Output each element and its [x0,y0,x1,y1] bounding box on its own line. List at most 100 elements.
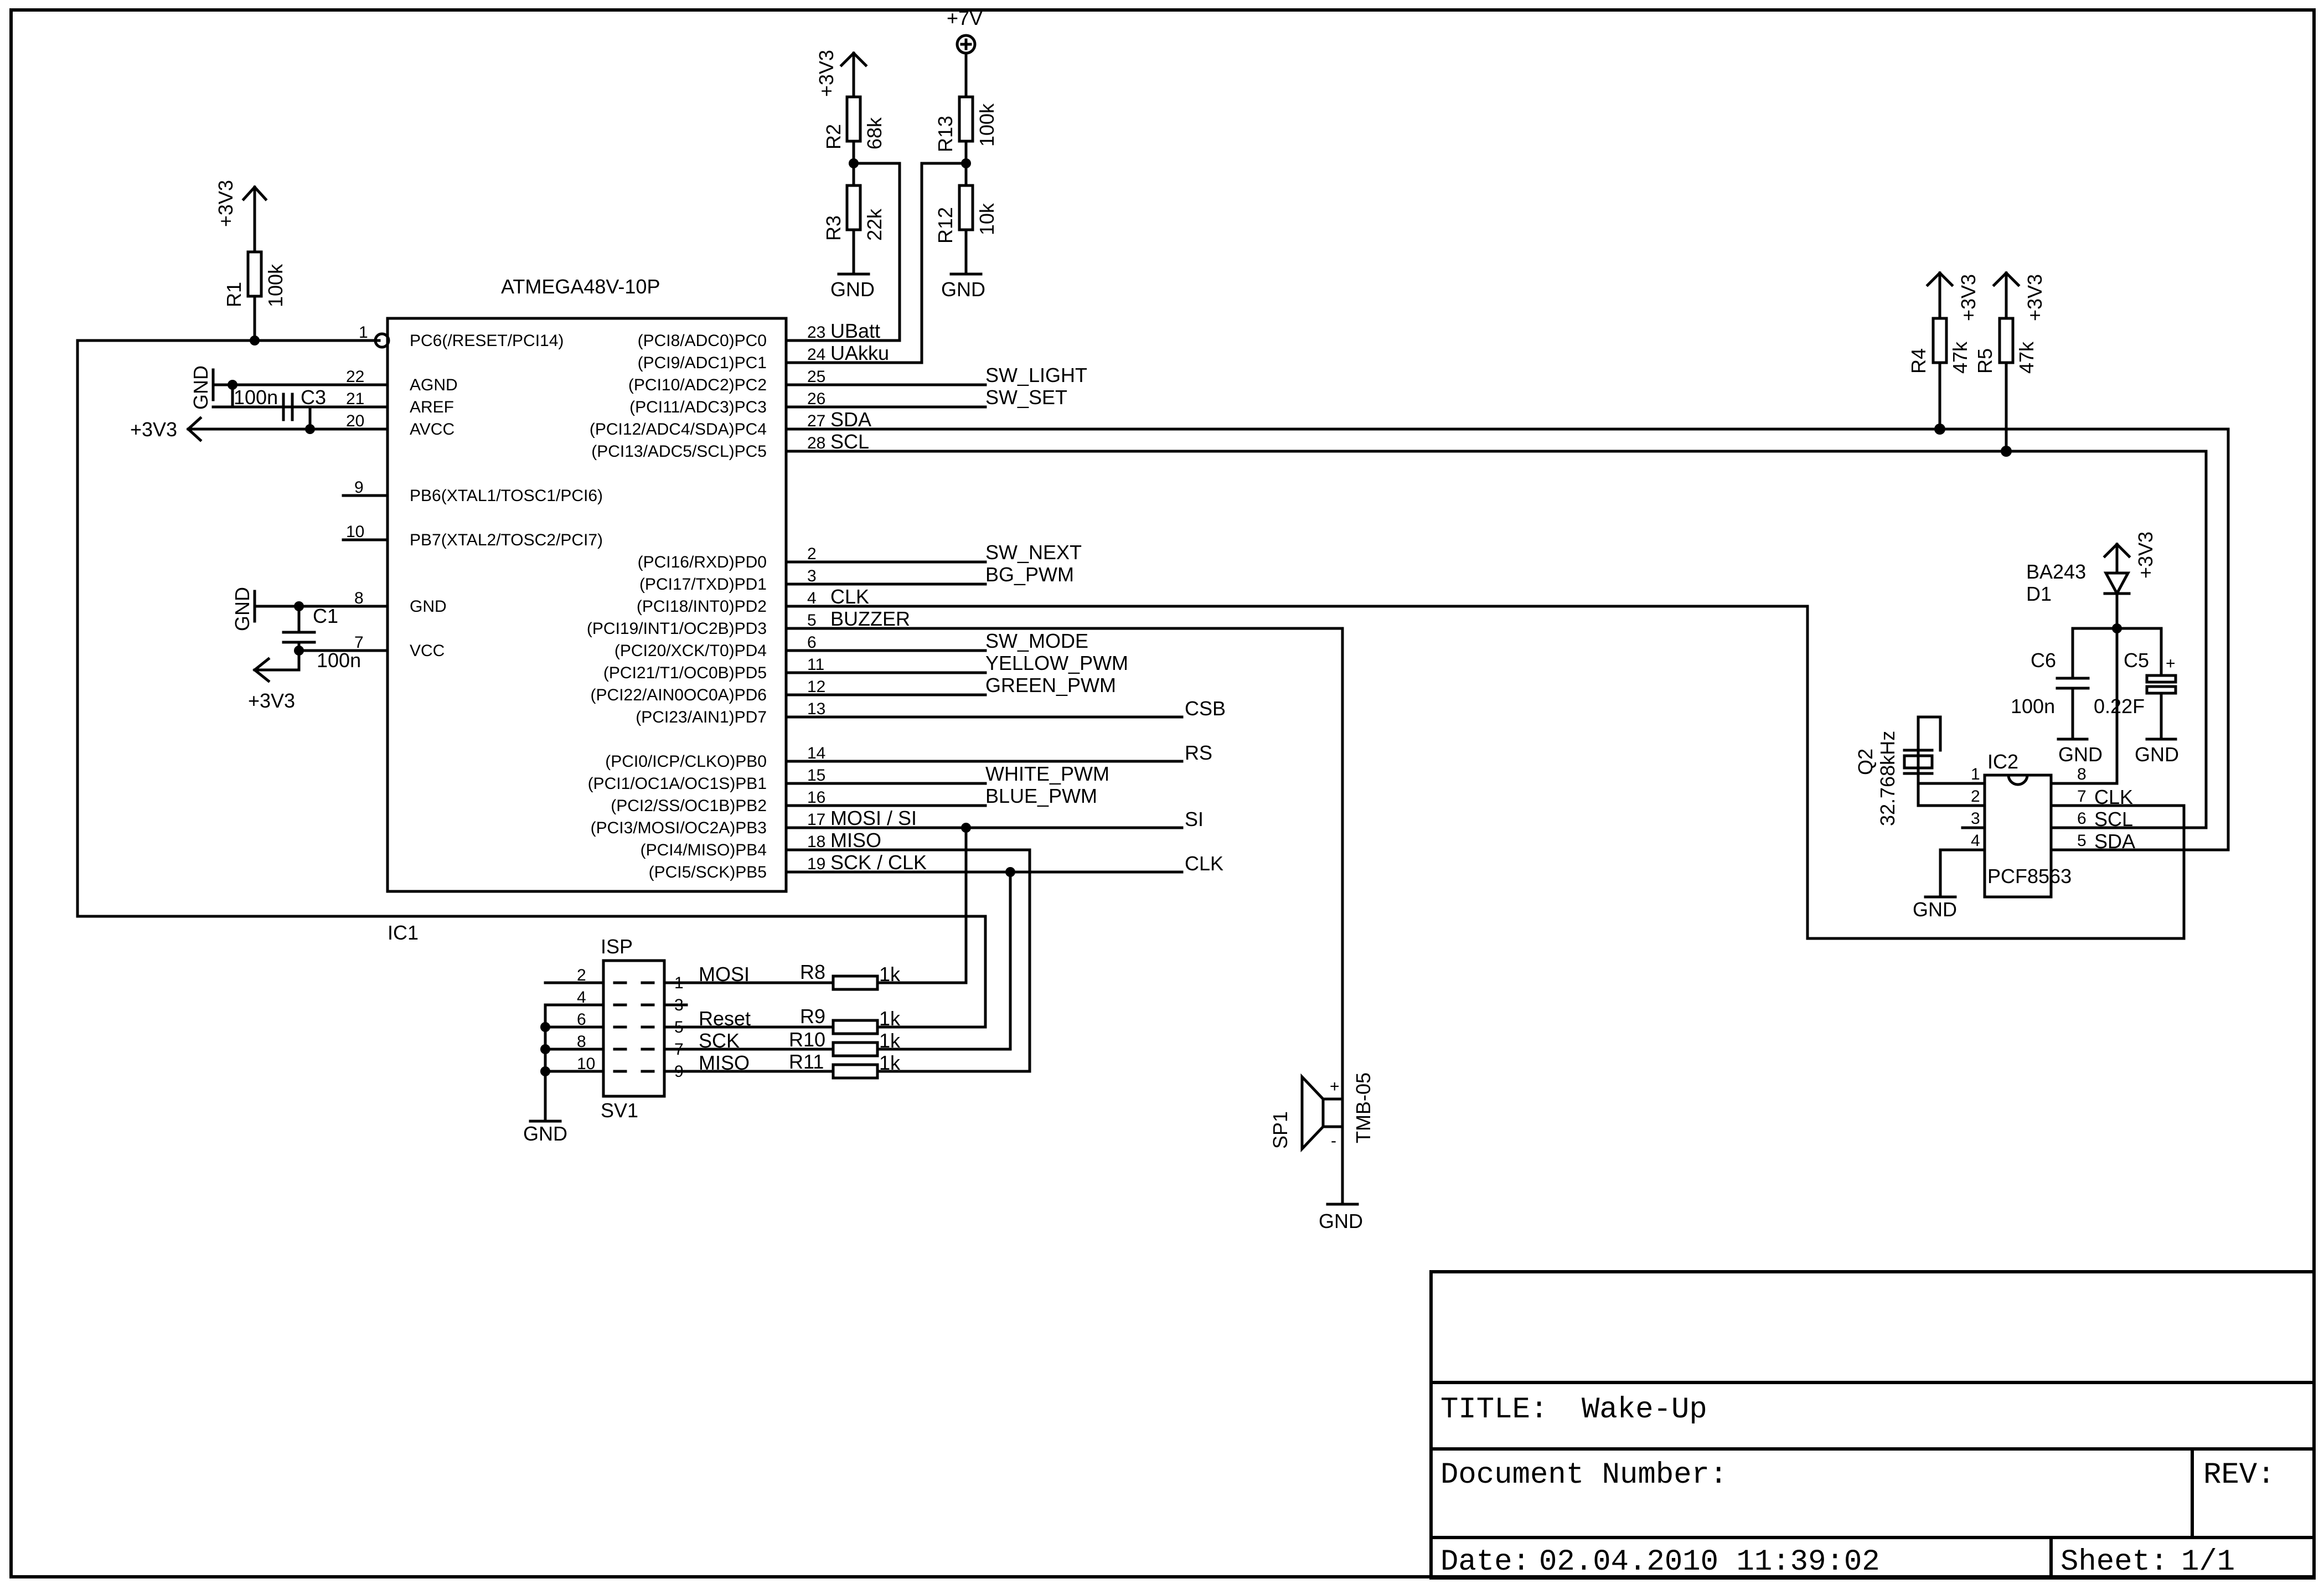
c5-polarity: + [2166,654,2176,673]
ic1-atmega: ATMEGA48V-10P IC1 1 PC6(/RESET/PCI14) 22… [76,275,1184,944]
pin-num: 8 [2077,765,2087,783]
net-label: UAkku [830,342,889,364]
pin-label: (PCI12/ADC4/SDA)PC4 [590,420,767,438]
c5-plate [2145,674,2177,684]
power-label: GND [189,365,212,410]
pin-label: AGND [410,376,458,394]
r8-ref: R8 [800,961,825,983]
pin-label: (PCI17/TXD)PD1 [639,575,767,594]
title-label: TITLE: [1440,1393,1548,1427]
battery-divider: +3V3 R2 68k R3 22k GND [815,50,901,342]
title-block: TITLE: Wake-Up Document Number: REV: Dat… [1429,1270,2316,1580]
date-label: Date: [1440,1545,1530,1579]
vcc-arrow-icon [252,657,271,683]
r4-value: 47k [1949,341,1971,374]
power-label: GND [231,587,254,631]
r1-ref: R1 [223,282,245,307]
q2-ref: Q2 [1854,749,1877,775]
diode-icon [2103,571,2131,597]
ic2-pin-label: SCL [2094,808,2133,830]
akku-divider: +7V R13 100k R12 10k GND [920,7,998,364]
pin-num: 17 [807,811,825,829]
doc-number-label: Document Number: [1440,1458,1727,1492]
ic2-body [1983,773,2053,899]
r9-ref: R9 [800,1005,825,1028]
pin-label: (PCI5/SCK)PB5 [649,863,767,881]
avcc-network: GND 100n C3 +3V3 [130,365,326,442]
pin-label: (PCI20/XCK/T0)PD4 [614,642,767,660]
pin-label: (PCI19/INT1/OC2B)PD3 [587,620,767,638]
net-label: SW_LIGHT [985,364,1087,386]
net-label-rs: RS [1185,741,1212,764]
power-label: GND [2135,743,2179,766]
sp1-minus: - [1331,1132,1336,1150]
ic1-ref: IC1 [388,921,419,944]
net-label: MISO [830,829,881,852]
net-label: SW_SET [985,386,1067,409]
net-label: UBatt [830,319,880,342]
r4-ref: R4 [1907,348,1930,374]
pin-label: VCC [410,642,445,660]
vcc-arrow-icon [186,416,203,442]
isp-net: MOSI [699,963,750,986]
r13-value: 100k [975,103,998,147]
pin-num: 25 [807,368,825,386]
pin-label: (PCI22/AIN0OC0A)PD6 [591,686,767,704]
power-label: +3V3 [1957,274,1980,321]
power-label: GND [1319,1210,1363,1232]
c1-value: 100n [317,649,361,672]
c5-ref: C5 [2124,649,2149,672]
net-label: MOSI / SI [830,807,917,829]
pin-num: 7 [2077,787,2087,806]
pin-label: (PCI2/SS/OC1B)PB2 [611,797,767,815]
vcc-network: GND C1 100n +3V3 [231,587,361,712]
r8-value: 1k [879,963,901,986]
pin-label: (PCI23/AIN1)PD7 [636,708,767,726]
pin-label: PC6(/RESET/PCI14) [410,332,564,350]
pin-num: 26 [807,390,825,408]
pin-num: 10 [577,1055,595,1073]
pin-label: AREF [410,398,454,416]
net-label-clk: CLK [1185,852,1223,875]
net-label-csb: CSB [1185,697,1226,720]
pin-num: 1 [359,323,368,342]
power-label: GND [941,278,985,301]
r5-ref: R5 [1974,348,1996,374]
rev-label: REV: [2203,1458,2275,1492]
pin-num: 13 [807,700,825,718]
power-label: +3V3 [130,418,177,441]
pin-num: 5 [2077,832,2087,850]
pin-num: 22 [346,368,364,386]
ic1-name: ATMEGA48V-10P [501,275,660,298]
title-value: Wake-Up [1582,1393,1707,1427]
ic1-left-pins: 1 PC6(/RESET/PCI14) 22 AGND 21 AREF 20 A… [76,323,603,660]
r3-value: 22k [863,208,886,241]
isp-net: Reset [699,1007,751,1030]
pin-label: PB6(XTAL1/TOSC1/PCI6) [410,487,603,505]
c3-value: 100n [234,386,278,409]
power-label: GND [523,1122,567,1145]
c3-ref: C3 [301,386,326,409]
d1-value: BA243 [2026,560,2086,583]
power-label: +3V3 [2134,532,2157,579]
pin-label: (PCI18/INT0)PD2 [637,597,767,616]
date-value: 02.04.2010 11:39:02 [1539,1545,1880,1579]
pin-num: 14 [807,744,825,762]
sp1-plus: + [1330,1077,1340,1096]
isp-name: ISP [601,935,633,958]
ic2-name: PCF8563 [1987,865,2072,888]
power-label: GND [1913,898,1957,921]
power-label: +3V3 [815,50,838,97]
pin-num: 3 [1971,809,1980,828]
pin-num: 18 [807,833,825,851]
sheet-label: Sheet: [2060,1545,2168,1579]
net-label: BG_PWM [985,563,1074,586]
net-label: BLUE_PWM [985,785,1097,807]
c1-ref: C1 [313,605,338,627]
r2-ref: R2 [822,124,845,149]
r10-value: 1k [879,1029,901,1052]
speaker-icon [1321,1097,1344,1128]
pin-label: (PCI1/OC1A/OC1S)PB1 [588,775,767,793]
